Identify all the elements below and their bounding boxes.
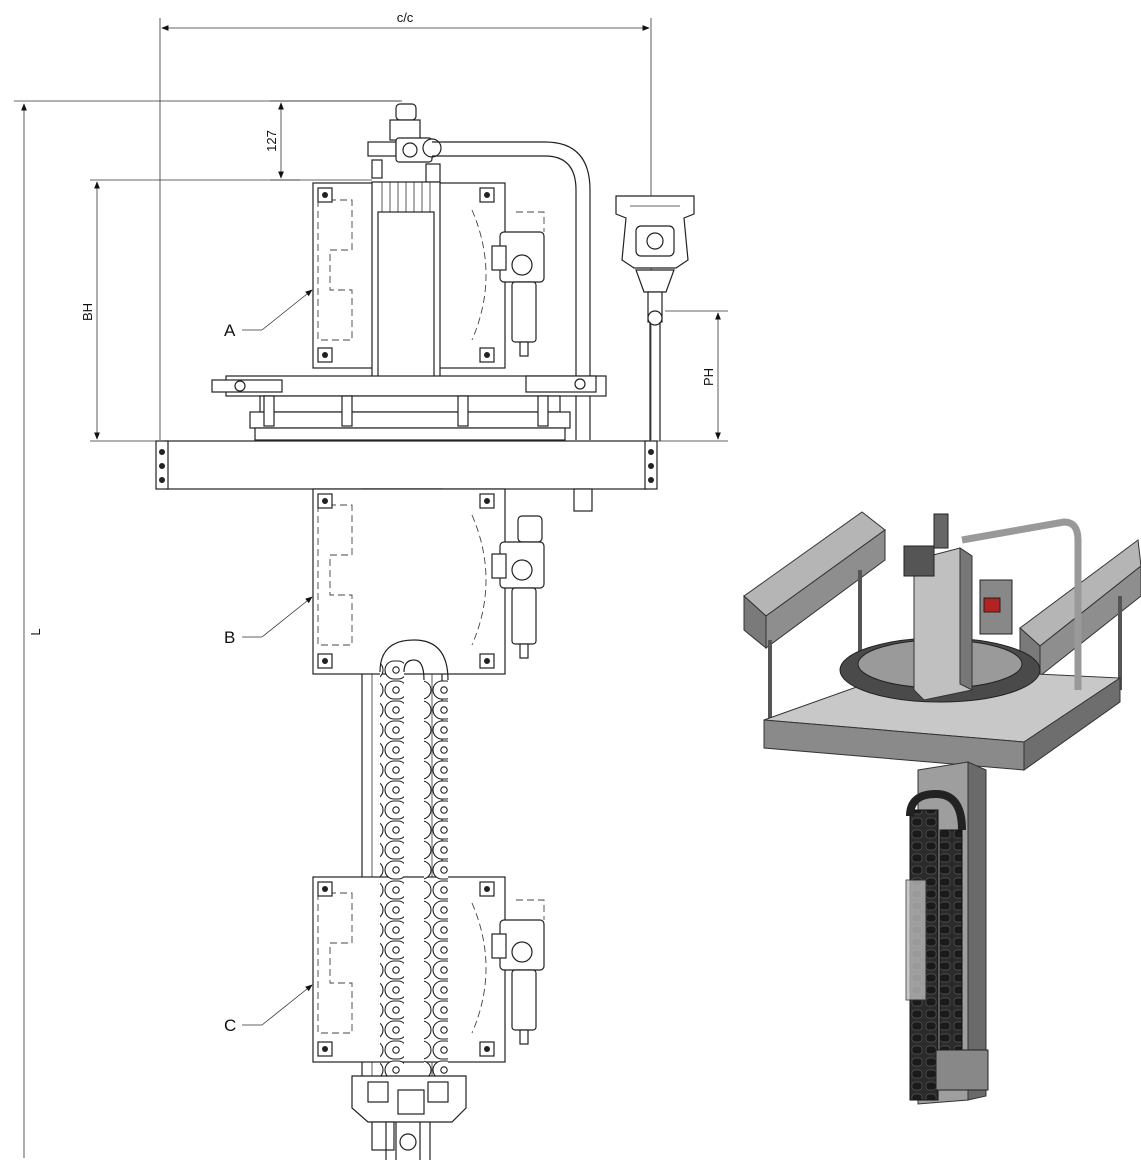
cross-beam — [155, 440, 658, 512]
air-regulator-a — [491, 211, 545, 357]
dimension-bh: BH — [80, 179, 300, 442]
mounting-plate-b — [312, 488, 506, 675]
lift-carriage — [351, 1075, 467, 1160]
callout-c: C — [224, 984, 313, 1035]
dimension-label-l: L — [28, 628, 43, 635]
hanger-rod — [649, 322, 661, 441]
rail-profile — [615, 195, 695, 326]
isometric-render — [743, 511, 1141, 1105]
cable-chain — [379, 639, 449, 1100]
mounting-plate-c — [312, 876, 506, 1063]
callout-label-b: B — [224, 628, 235, 647]
air-valve-assembly — [367, 103, 442, 183]
dimension-label-127: 127 — [264, 130, 279, 152]
callout-label-a: A — [224, 321, 236, 340]
dimension-label-cc: c/c — [397, 10, 414, 25]
callout-label-c: C — [224, 1016, 236, 1035]
air-regulator-b — [491, 515, 545, 659]
air-hose — [432, 141, 591, 440]
dimension-label-ph: PH — [701, 368, 716, 386]
callout-a: A — [224, 289, 313, 340]
slewing-ring — [211, 375, 607, 441]
dimension-cc: c/c — [159, 10, 652, 440]
air-regulator-c — [491, 899, 545, 1045]
callout-b: B — [224, 596, 313, 647]
dimension-l: L — [14, 100, 400, 1158]
dimension-ph: PH — [655, 310, 728, 442]
dimension-label-bh: BH — [80, 303, 95, 321]
